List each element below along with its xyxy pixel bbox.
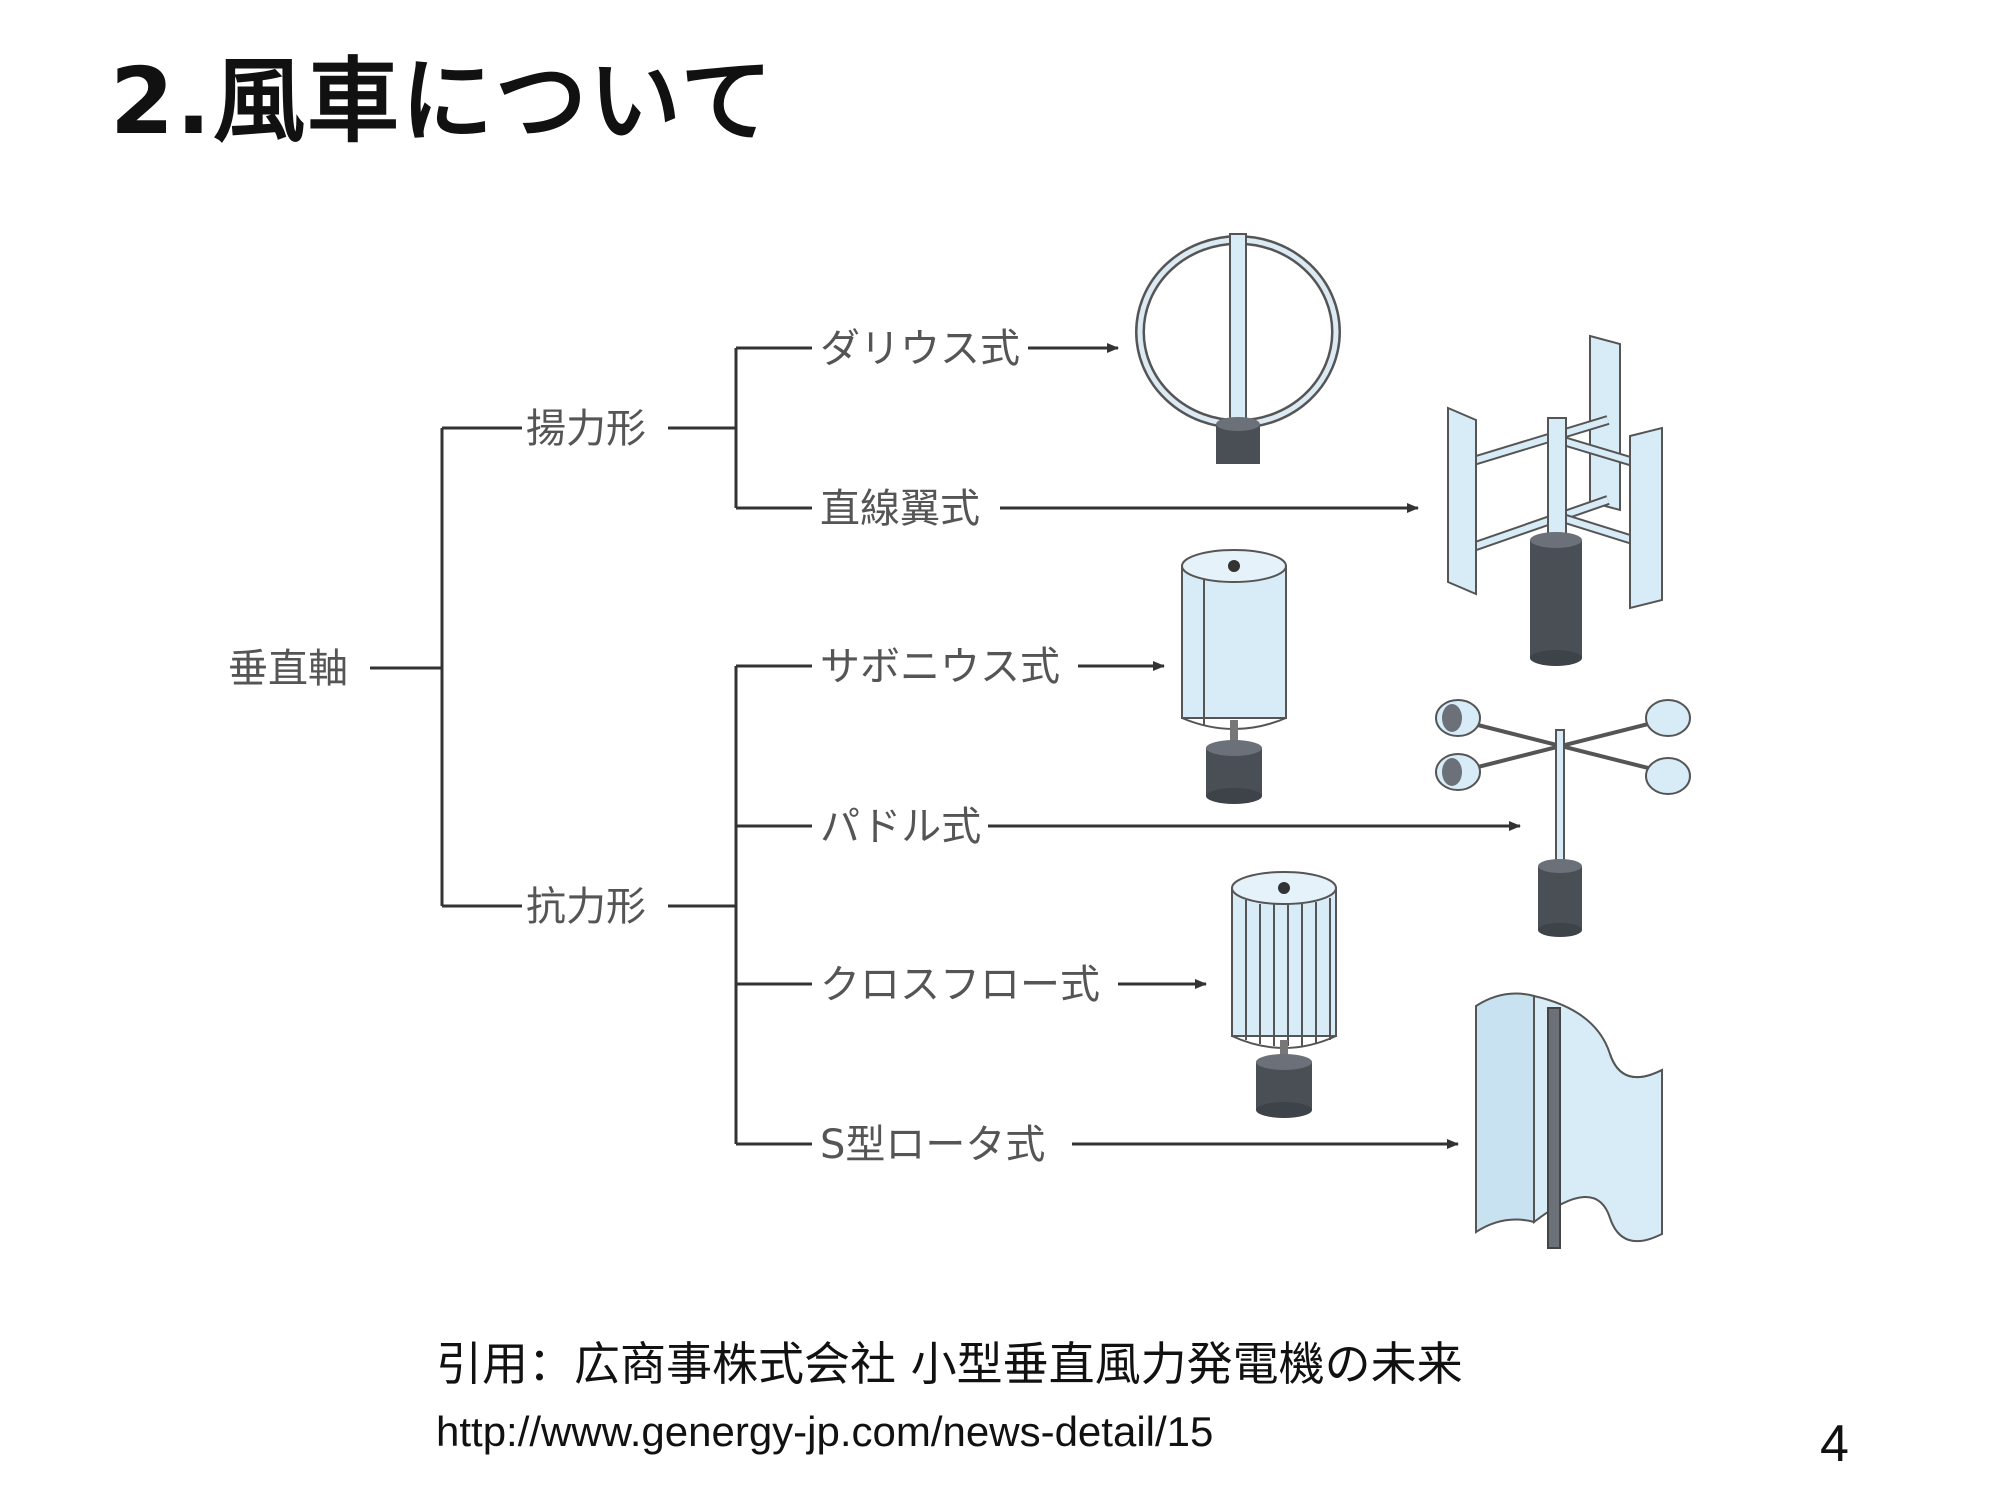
savonius-label: サボニウス式 (820, 644, 1060, 690)
straight-blade-label: 直線翼式 (820, 486, 980, 532)
paddle-label: パドル式 (820, 804, 981, 850)
connector-arrows (988, 343, 1521, 1149)
darrieus-label: ダリウス式 (820, 326, 1020, 372)
lift-type-label: 揚力形 (526, 406, 646, 452)
drag-type-label: 抗力形 (526, 884, 646, 930)
savonius-turbine-icon (1181, 549, 1287, 804)
straight-blade-turbine-icon (1447, 334, 1663, 666)
page-number: 4 (1820, 1415, 1849, 1473)
citation-text: 引用：広商事株式会社 小型垂直風力発電機の未来 (436, 1337, 1463, 1391)
tree-connectors (370, 346, 812, 1146)
tree-labels: 垂直軸 揚力形 抗力形 ダリウス式 直線翼式 サボニウス式 パドル式 クロスフロ… (228, 326, 1100, 1168)
s-rotor-label: S型ロータ式 (820, 1122, 1045, 1168)
cross-flow-turbine-icon (1231, 871, 1337, 1118)
root-label: 垂直軸 (228, 646, 348, 692)
darrieus-turbine-icon (1135, 233, 1341, 464)
citation-url: http://www.genergy-jp.com/news-detail/15 (436, 1408, 1214, 1455)
s-rotor-turbine-icon (1475, 992, 1663, 1249)
cross-flow-label: クロスフロー式 (820, 962, 1100, 1008)
slide-title: 2.風車について (110, 48, 775, 155)
paddle-anemometer-icon (1435, 699, 1691, 937)
